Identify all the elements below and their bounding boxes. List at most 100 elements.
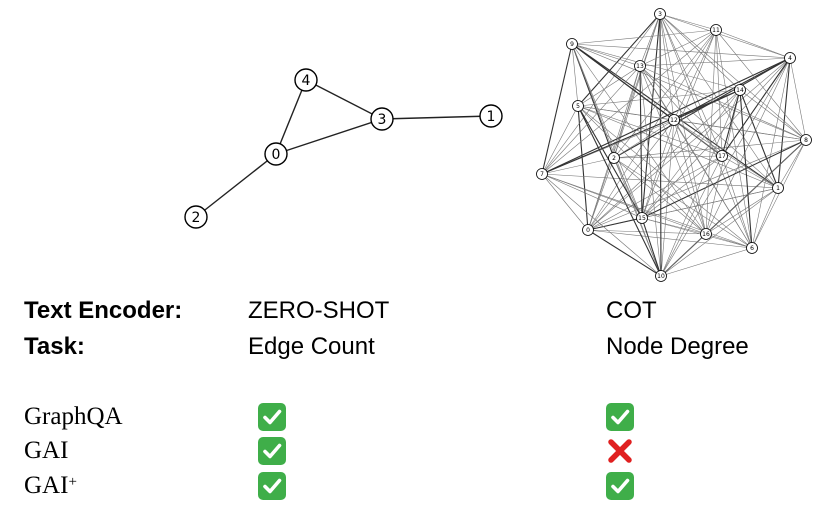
graph-edge: [587, 229, 753, 249]
graph-edge: [577, 65, 641, 107]
graph-edge: [659, 13, 753, 249]
svg-text:6: 6: [750, 245, 754, 252]
check-mark-icon: [258, 403, 286, 431]
graph-edge: [641, 89, 741, 219]
svg-text:16: 16: [702, 231, 710, 238]
graph-node-17: 17: [716, 150, 728, 162]
graph-edge: [541, 157, 615, 175]
graph-edge: [639, 13, 661, 67]
graph-edge: [577, 105, 707, 235]
col1-task: Edge Count: [248, 333, 375, 360]
graph-edge: [721, 155, 753, 249]
graph-edge: [587, 139, 807, 231]
graph-edge: [715, 29, 723, 157]
graph-edge: [659, 13, 791, 59]
graph-node-15: 15: [636, 212, 648, 224]
svg-text:4: 4: [302, 73, 311, 89]
graph-edge: [639, 65, 707, 235]
graph-edge: [541, 29, 717, 175]
graph-edge: [751, 139, 807, 249]
graph-edge: [577, 13, 661, 107]
text-encoder-label: Text Encoder:: [24, 297, 183, 324]
graph-edge: [721, 89, 741, 157]
graph-edge: [587, 119, 675, 231]
graph-edge: [639, 65, 675, 121]
graph-edge: [660, 233, 707, 277]
graph-edge: [705, 89, 741, 235]
svg-text:15: 15: [638, 215, 646, 222]
graph-edge: [660, 155, 723, 277]
graph-edge: [659, 13, 675, 121]
graph-edge: [613, 157, 707, 235]
graph-node-2: 2: [608, 152, 620, 164]
svg-text:11: 11: [712, 27, 720, 34]
graph-edge: [705, 57, 791, 235]
graph-edge: [659, 13, 717, 31]
graph-edge: [571, 43, 641, 67]
graph-edge: [739, 89, 807, 141]
graph-edge: [751, 57, 791, 249]
method-graphqa: GraphQA: [24, 402, 123, 432]
method-superscript: +: [68, 474, 77, 490]
graph-edge: [571, 43, 741, 91]
graph-node-7: 7: [536, 168, 548, 180]
graph-edge: [641, 57, 791, 219]
graph-edge: [639, 65, 662, 277]
graph-edge: [613, 155, 723, 159]
graph-edge: [715, 29, 807, 141]
graph-edge: [715, 29, 791, 59]
graph-edge: [577, 105, 589, 231]
graph-edge: [705, 187, 779, 235]
graph-edge: [639, 65, 807, 141]
graph-node-1: 1: [772, 182, 784, 194]
graph-edge: [639, 65, 723, 157]
col1-encoder: ZERO-SHOT: [248, 297, 390, 324]
graph-edge: [673, 29, 717, 121]
graph-edge: [571, 29, 717, 45]
graph-edge: [541, 105, 579, 175]
graph-node-4: 4: [294, 68, 318, 92]
graph-edge: [541, 43, 573, 175]
cross-mark-icon: [606, 437, 634, 465]
graph-edge: [639, 29, 717, 67]
graph-node-0: 0: [264, 142, 288, 166]
graph-node-4: 4: [784, 52, 796, 64]
graph-edge: [613, 157, 643, 219]
graph-node-10: 10: [655, 270, 667, 282]
method-gai-plus: GAI+: [24, 471, 77, 501]
edge-count-example-graph: 0 1 2 3 4: [184, 68, 503, 229]
graph-edge: [541, 65, 641, 175]
graph-node-2: 2: [184, 205, 208, 229]
svg-text:1: 1: [487, 109, 496, 125]
svg-text:7: 7: [540, 171, 544, 178]
svg-text:1: 1: [776, 185, 780, 192]
graph-edge: [577, 105, 675, 121]
svg-text:2: 2: [612, 155, 616, 162]
graph-edge: [587, 217, 643, 231]
graph-edge: [641, 187, 779, 219]
graph-node-8: 8: [800, 134, 812, 146]
graph-edge: [659, 13, 723, 157]
graph-edge: [639, 57, 791, 67]
svg-text:3: 3: [378, 112, 387, 128]
graph-edge: [541, 173, 589, 231]
graph-edge: [577, 105, 662, 277]
svg-text:14: 14: [736, 87, 744, 94]
svg-text:12: 12: [670, 117, 678, 124]
graph-edge: [721, 57, 791, 157]
svg-text:2: 2: [192, 210, 201, 226]
graph-edge: [613, 57, 791, 159]
col2-task: Node Degree: [606, 333, 749, 360]
graph-edge: [571, 43, 579, 107]
graph-edge: [705, 139, 807, 235]
graph-edge: [659, 13, 707, 235]
svg-text:9: 9: [570, 41, 574, 48]
graph-edge: [641, 119, 675, 219]
graph-node-14: 14: [734, 84, 746, 96]
graph-edge: [571, 43, 643, 219]
graph-edge: [541, 57, 791, 175]
svg-text:3: 3: [658, 11, 662, 18]
graph-edge: [541, 173, 643, 219]
graph-edge: [777, 139, 807, 189]
